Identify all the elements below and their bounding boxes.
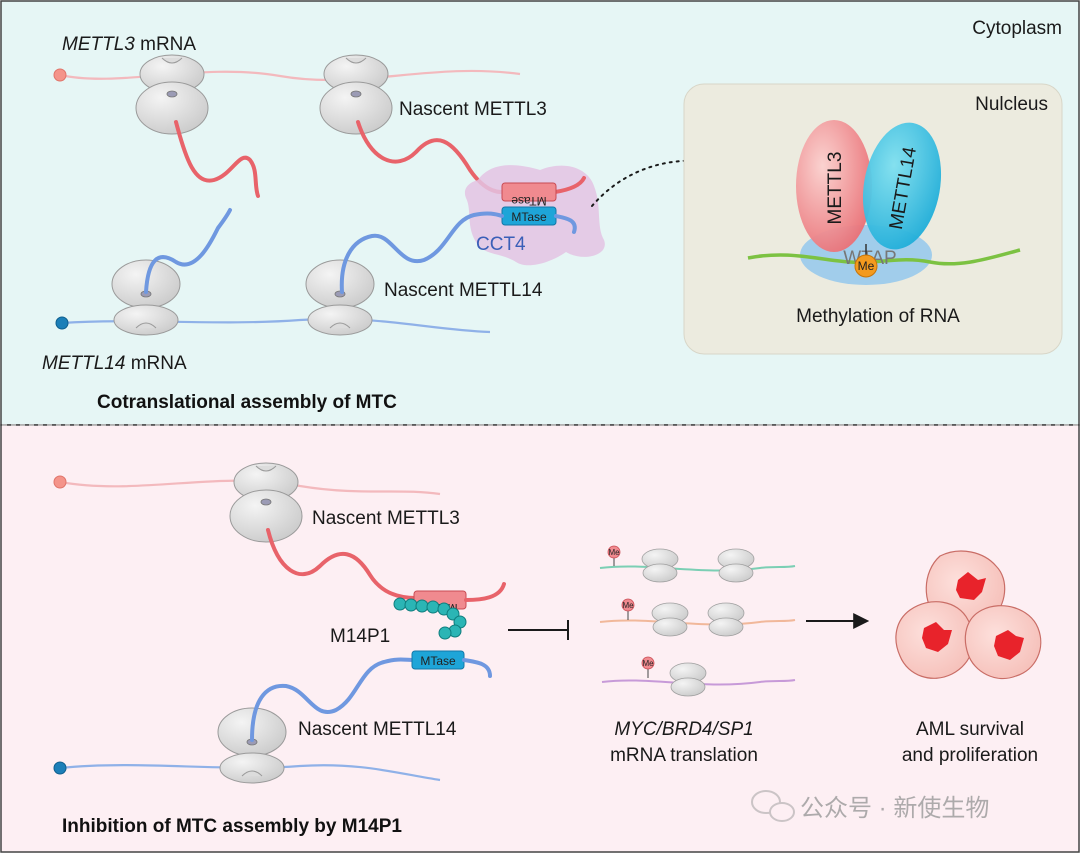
- mettl14-mrna-cap: [55, 316, 69, 330]
- cct4-label: CCT4: [476, 234, 526, 255]
- bottom-panel-caption: Inhibition of MTC assembly by M14P1: [62, 816, 402, 837]
- mettl14-subunit: [862, 122, 942, 250]
- mettl3-mtase-domain: [501, 182, 557, 202]
- target-ribosome-1b: [717, 548, 755, 583]
- methyl-mark-2: [621, 598, 635, 612]
- mettl14-nascent-chain-bottom: [250, 657, 414, 742]
- mettl14-mrna-cap-bottom: [53, 761, 67, 775]
- methyl-mark-label: Me: [858, 259, 875, 273]
- mettl14-mrna-label: METTL14 mRNA: [42, 353, 187, 374]
- aml-cell-2: [895, 601, 975, 679]
- outcome-label-1: AML survival: [916, 719, 1024, 740]
- methyl-mark-label-1: Me: [608, 548, 620, 557]
- outcome-label-2: and proliferation: [902, 745, 1038, 766]
- m14p1-label: M14P1: [330, 626, 390, 647]
- ribosome-mettl14-2: [305, 259, 375, 336]
- methyl-mark-label-3: Me: [642, 659, 654, 668]
- mettl14-nascent-chain-short: [144, 208, 232, 294]
- nascent-mettl3-label-bottom: Nascent METTL3: [312, 508, 460, 529]
- ribosome-mettl3-1: [135, 54, 209, 135]
- nucleus-label: Nulcleus: [975, 94, 1048, 115]
- target-rna-strand: [747, 248, 1021, 266]
- ribosome-mettl3-bottom: [229, 462, 303, 543]
- mettl3-mrna-cap-bottom: [53, 475, 67, 489]
- cytoplasm-label: Cytoplasm: [972, 18, 1062, 39]
- mettl3-mrna-label: METTL3 mRNA: [62, 34, 196, 55]
- mettl3-subunit: [796, 120, 872, 252]
- m14p1-peptide: [393, 597, 467, 640]
- mettl3-mrna-cap: [53, 68, 67, 82]
- mettl14-chain-tail-bottom: [462, 658, 492, 678]
- target-mrna-3: [601, 679, 796, 686]
- mettl14-chain-tail: [554, 214, 577, 234]
- mettl14-mtase-label-bottom: MTase: [420, 654, 456, 668]
- mettl3-subunit-label: METTL3: [825, 152, 846, 225]
- targets-label: MYC/BRD4/SP1: [614, 719, 753, 740]
- top-panel-caption: Cotranslational assembly of MTC: [97, 392, 397, 413]
- mettl3-mrna-strand: [59, 69, 521, 82]
- nascent-mettl14-label: Nascent METTL14: [384, 280, 543, 301]
- mettl14-nascent-chain-long: [339, 211, 504, 294]
- methylation-caption: Methylation of RNA: [796, 306, 960, 327]
- mettl14-mrna-strand-bottom: [59, 764, 441, 782]
- nascent-mettl3-label: Nascent METTL3: [399, 99, 547, 120]
- mettl3-nascent-chain-short: [174, 120, 260, 198]
- wechat-icon: [751, 790, 795, 822]
- watermark-text: 公众号 · 新使生物: [800, 795, 989, 822]
- mettl3-chain-tail: [553, 176, 586, 194]
- mettl3-nascent-chain-bottom: [266, 528, 418, 600]
- nascent-mettl14-label-bottom: Nascent METTL14: [298, 719, 457, 740]
- methyl-mark: [854, 254, 878, 278]
- target-ribosome-1a: [641, 548, 679, 583]
- target-ribosome-2b: [707, 602, 745, 637]
- aml-cell-3: [964, 605, 1042, 680]
- mettl3-chain-tail-bottom: [464, 582, 506, 602]
- methyl-mark-1: [607, 545, 621, 559]
- mettl14-mtase-label: MTase: [511, 210, 547, 224]
- target-ribosome-2a: [651, 602, 689, 637]
- methyl-mark-3: [641, 656, 655, 670]
- ribosome-mettl14-1: [111, 259, 181, 336]
- targets-translation-label: mRNA translation: [610, 745, 758, 766]
- mettl3-mtase-label: MTase: [511, 194, 547, 208]
- ribosome-mettl3-2: [319, 54, 393, 135]
- target-ribosome-3: [669, 662, 707, 697]
- methyl-mark-label-2: Me: [622, 601, 634, 610]
